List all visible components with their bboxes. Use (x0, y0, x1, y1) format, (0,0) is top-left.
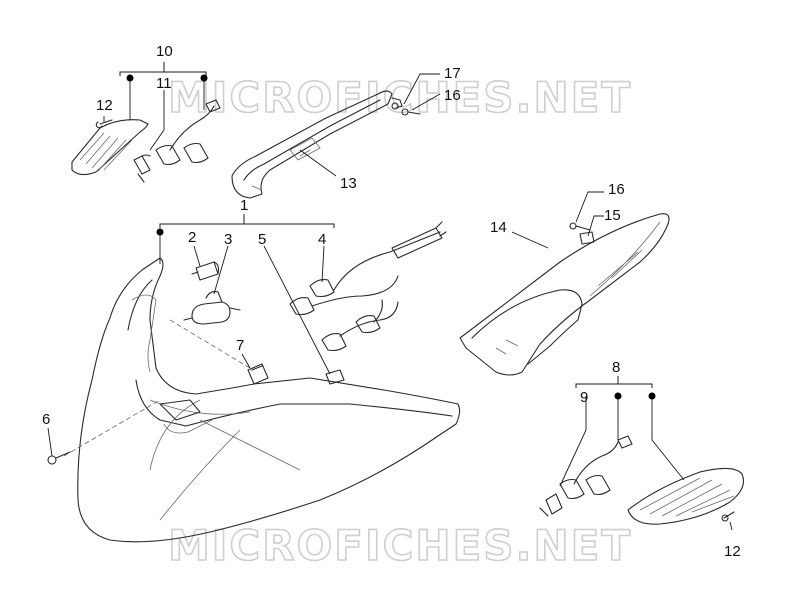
callout-9: 9 (580, 389, 588, 406)
halogen-bulb-3 (183, 291, 241, 325)
rear-handle-frame (231, 90, 403, 199)
callout-labels: 10 11 12 17 16 13 1 2 3 5 4 7 6 16 15 14… (42, 43, 741, 560)
callout-10: 10 (156, 43, 173, 60)
callout-11: 11 (156, 75, 172, 92)
screw-nut-16-15-right (569, 222, 595, 245)
callout-14: 14 (490, 219, 507, 236)
leaders (47, 62, 733, 531)
right-side-panel (459, 213, 670, 376)
callout-7: 7 (236, 337, 244, 354)
left-turn-signal-assembly (71, 99, 221, 183)
callout-12-right: 12 (724, 543, 741, 560)
callout-16-right: 16 (608, 181, 625, 198)
tail-light-housing (77, 257, 461, 543)
assembly-dash-line (63, 319, 251, 457)
small-bulb-2 (191, 261, 220, 281)
watermark-bottom: MICROFICHES.NET (168, 521, 632, 570)
callout-16-top: 16 (444, 87, 461, 104)
callout-13: 13 (340, 175, 357, 192)
clip-7 (247, 363, 269, 385)
callout-5: 5 (258, 231, 266, 248)
callout-4: 4 (318, 231, 326, 248)
callout-17: 17 (444, 65, 461, 82)
group-dots (126, 74, 656, 400)
watermark-top: MICROFICHES.NET (168, 73, 632, 122)
screw-6 (47, 451, 71, 465)
callout-12-left: 12 (96, 97, 113, 114)
connector-5 (325, 369, 345, 385)
callout-6: 6 (42, 411, 50, 428)
callout-15: 15 (604, 207, 621, 224)
screw-nut-17-16-top (391, 102, 421, 116)
callout-3: 3 (224, 231, 232, 248)
callout-2: 2 (188, 229, 196, 246)
callout-1: 1 (240, 197, 248, 214)
callout-8: 8 (612, 359, 620, 376)
wire-harness-4 (289, 221, 447, 352)
right-turn-signal-assembly (539, 435, 745, 525)
